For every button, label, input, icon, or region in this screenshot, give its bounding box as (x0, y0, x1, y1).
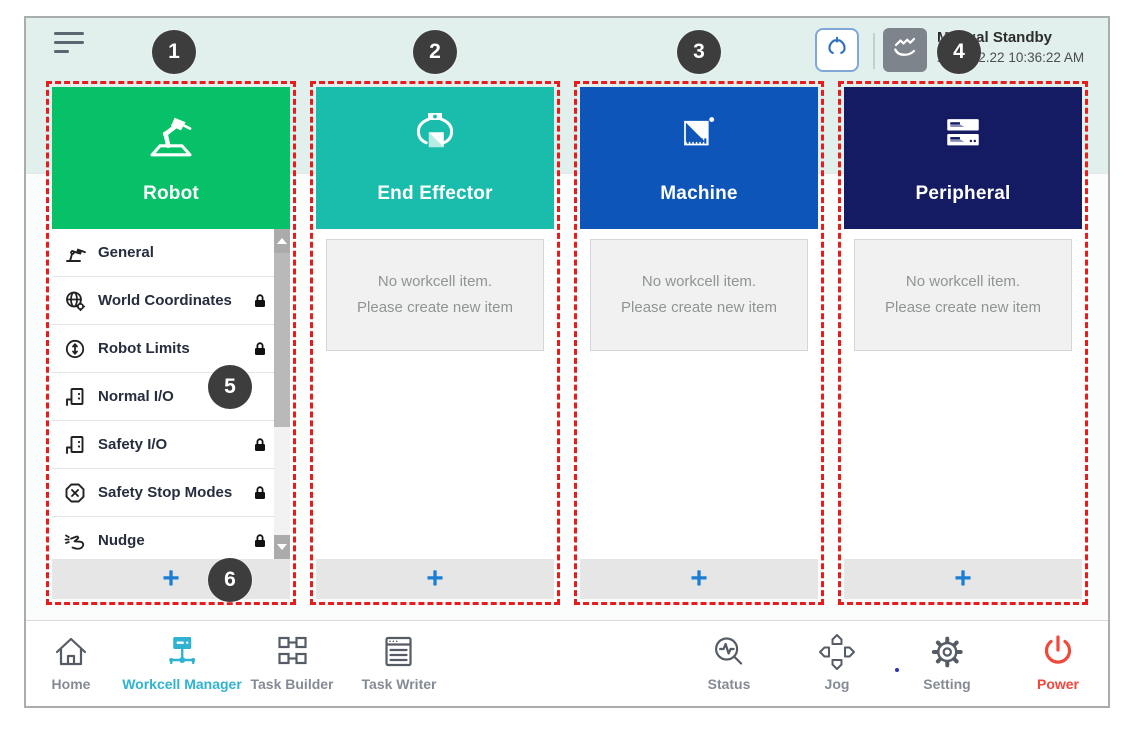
highlight-box-machine-column: Machine No workcell item. Please create … (574, 81, 824, 605)
callout-6: 6 (208, 558, 252, 602)
end-effector-column-header[interactable]: End Effector (316, 87, 554, 229)
scroll-up-button[interactable] (274, 229, 290, 253)
nav-item-task-builder[interactable]: Task Builder (251, 631, 334, 692)
machine-icon (671, 103, 727, 165)
callout-2: 2 (413, 30, 457, 74)
dot-indicator (895, 668, 899, 672)
callout-4: 4 (937, 30, 981, 74)
add-machine-item-button[interactable]: + (690, 562, 708, 595)
empty-state-box: No workcell item. Please create new item (590, 239, 808, 351)
robot-item-list: General World Coordinates (52, 229, 290, 559)
callout-1: 1 (152, 30, 196, 74)
nav-item-jog[interactable]: Jog (817, 631, 857, 692)
world-coordinates-icon (62, 289, 88, 313)
nav-item-status[interactable]: Status (708, 631, 750, 692)
status-icon (709, 631, 749, 673)
jog-dpad-icon (817, 631, 857, 673)
lock-icon (252, 437, 268, 453)
list-item-general[interactable]: General (52, 229, 274, 277)
callout-3: 3 (677, 30, 721, 74)
lock-icon (252, 293, 268, 309)
list-item-safety-stop-modes[interactable]: Safety Stop Modes (52, 469, 274, 517)
power-icon (1038, 631, 1078, 673)
empty-state-line1: No workcell item. (377, 273, 493, 290)
home-icon (51, 631, 91, 673)
empty-state-box: No workcell item. Please create new item (326, 239, 544, 351)
robot-arm-icon (142, 103, 200, 165)
task-writer-icon (379, 631, 419, 673)
machine-column-title: Machine (660, 183, 738, 204)
workcell-manager-icon (162, 631, 202, 673)
peripheral-item-list: No workcell item. Please create new item (844, 229, 1082, 559)
end-effector-icon (407, 103, 463, 165)
general-icon (62, 241, 88, 265)
empty-state-line1: No workcell item. (641, 273, 757, 290)
robot-list-scrollbar[interactable] (274, 229, 290, 559)
peripheral-column-header[interactable]: Peripheral (844, 87, 1082, 229)
peripheral-icon (935, 103, 991, 165)
list-item-nudge[interactable]: Nudge (52, 517, 274, 559)
hand-mode-icon (890, 33, 920, 68)
scroll-down-icon (277, 544, 287, 550)
end-effector-column-title: End Effector (377, 183, 493, 204)
peripheral-column: Peripheral No workcell item. Please crea… (844, 87, 1082, 599)
safety-stop-icon (62, 481, 88, 505)
empty-state-line2: Please create new item (885, 299, 1041, 316)
lock-icon (252, 533, 268, 549)
task-builder-icon (272, 631, 312, 673)
io-icon (62, 385, 88, 409)
empty-state-line2: Please create new item (621, 299, 777, 316)
scrollbar-thumb[interactable] (274, 253, 290, 427)
highlight-box-peripheral-column: Peripheral No workcell item. Please crea… (838, 81, 1088, 605)
highlight-box-end-effector-column: End Effector No workcell item. Please cr… (310, 81, 560, 605)
bottom-navigation-bar: Home Workcell Manager Task Builder (26, 620, 1108, 706)
gripper-tool-button[interactable] (815, 28, 859, 72)
robot-column-header[interactable]: Robot (52, 87, 290, 229)
scroll-down-button[interactable] (274, 535, 290, 559)
workcell-manager-screen: Manual Standby 2022.02.22 10:36:22 AM Ro… (24, 16, 1110, 708)
nav-item-setting[interactable]: Setting (923, 631, 971, 692)
end-effector-column: End Effector No workcell item. Please cr… (316, 87, 554, 599)
end-effector-item-list: No workcell item. Please create new item (316, 229, 554, 559)
nav-item-home[interactable]: Home (51, 631, 91, 692)
scroll-up-icon (277, 238, 287, 244)
robot-column: Robot General (52, 87, 290, 599)
empty-state-line2: Please create new item (357, 299, 513, 316)
lock-icon (252, 341, 268, 357)
robot-column-footer: + (52, 559, 290, 599)
end-effector-column-footer: + (316, 559, 554, 599)
manual-mode-button[interactable] (883, 28, 927, 72)
list-item-safety-io[interactable]: Safety I/O (52, 421, 274, 469)
machine-column-header[interactable]: Machine (580, 87, 818, 229)
hamburger-menu-icon[interactable] (54, 32, 86, 58)
nudge-hand-icon (62, 529, 88, 553)
list-item-world-coordinates[interactable]: World Coordinates (52, 277, 274, 325)
peripheral-column-footer: + (844, 559, 1082, 599)
topbar-divider (873, 33, 875, 69)
add-end-effector-item-button[interactable]: + (426, 562, 444, 595)
gripper-icon (823, 34, 851, 67)
empty-state-box: No workcell item. Please create new item (854, 239, 1072, 351)
empty-state-line1: No workcell item. (905, 273, 1021, 290)
list-item-robot-limits[interactable]: Robot Limits (52, 325, 274, 373)
lock-icon (252, 485, 268, 501)
robot-column-title: Robot (143, 183, 199, 204)
add-peripheral-item-button[interactable]: + (954, 562, 972, 595)
peripheral-column-title: Peripheral (915, 183, 1011, 204)
machine-column-footer: + (580, 559, 818, 599)
highlight-box-robot-column: Robot General (46, 81, 296, 605)
callout-5: 5 (208, 365, 252, 409)
machine-item-list: No workcell item. Please create new item (580, 229, 818, 559)
nav-item-task-writer[interactable]: Task Writer (362, 631, 436, 692)
add-robot-item-button[interactable]: + (162, 562, 180, 595)
nav-item-power[interactable]: Power (1037, 631, 1079, 692)
machine-column: Machine No workcell item. Please create … (580, 87, 818, 599)
robot-limits-icon (62, 337, 88, 361)
setting-gear-icon (927, 631, 967, 673)
nav-item-workcell-manager[interactable]: Workcell Manager (122, 631, 242, 692)
io-icon (62, 433, 88, 457)
